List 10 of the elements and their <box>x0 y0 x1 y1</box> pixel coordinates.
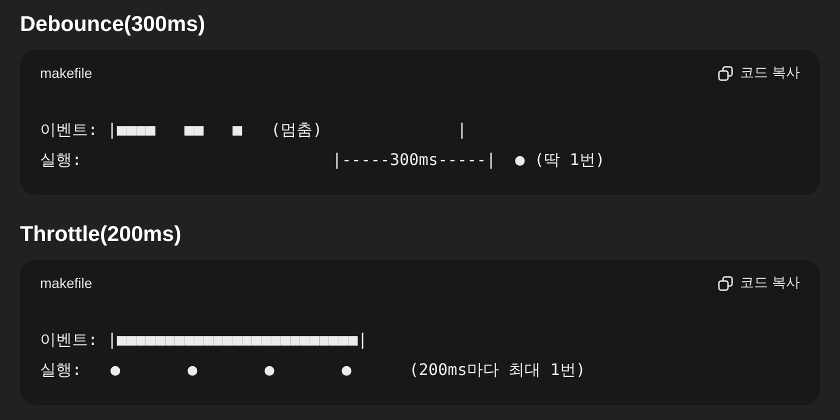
code-line: 실행: |-----300ms-----| ● (딱 1번) <box>40 150 605 170</box>
section-heading: Throttle(200ms) <box>20 221 182 247</box>
code-block <box>20 260 820 405</box>
language-label: makefile <box>40 274 92 292</box>
code-line: 이벤트: |■■■■ ■■ ■ (멈춤) | <box>40 120 467 140</box>
code-line: 이벤트: |■■■■■■■■■■■■■■■■■■■■■■■■■| <box>40 330 368 350</box>
code-line: 실행: ● ● ● ● (200ms마다 최대 1번) <box>40 360 586 380</box>
language-label: makefile <box>40 64 92 82</box>
section-heading: Debounce(300ms) <box>20 11 206 37</box>
code-block <box>20 50 820 195</box>
